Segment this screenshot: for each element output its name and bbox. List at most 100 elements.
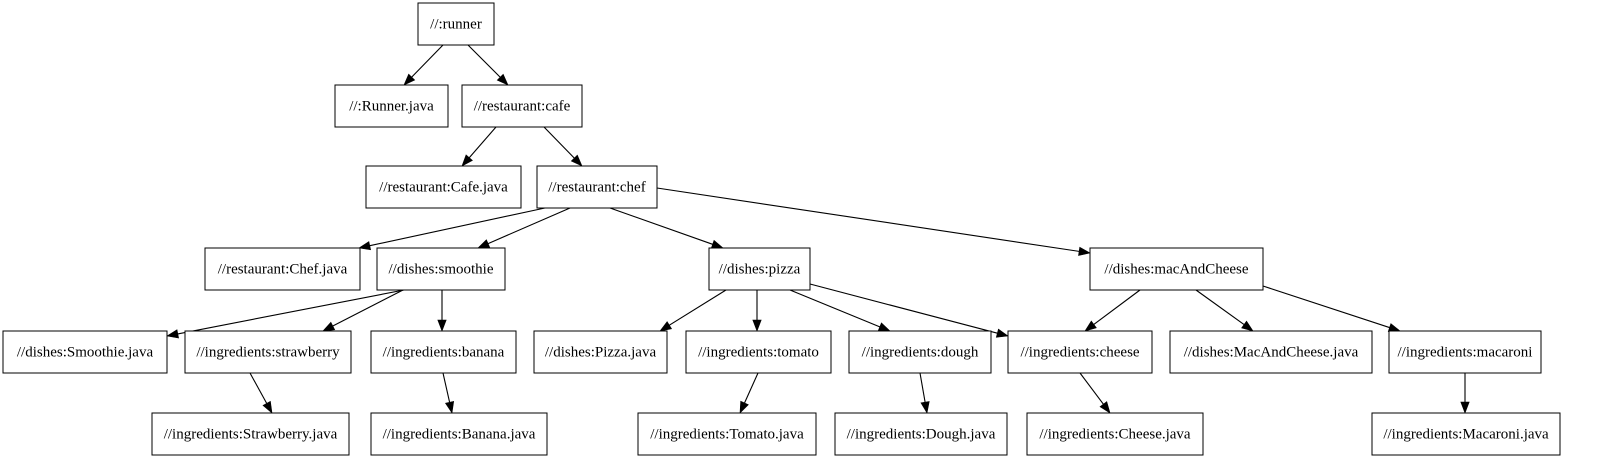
edge-arrowhead bbox=[437, 319, 447, 332]
edge-line bbox=[744, 372, 759, 404]
graph-edge bbox=[467, 44, 509, 86]
edge-arrowhead bbox=[570, 154, 583, 167]
node-box[interactable] bbox=[1026, 412, 1204, 456]
edge-arrowhead bbox=[358, 241, 372, 251]
graph-node-restaurant_chef_java[interactable]: //restaurant:Chef.java bbox=[204, 247, 361, 291]
node-box[interactable] bbox=[1007, 330, 1153, 374]
edge-line bbox=[543, 126, 575, 159]
node-box[interactable] bbox=[417, 2, 495, 46]
edge-line bbox=[468, 126, 497, 159]
graph-node-ing_cheese_java[interactable]: //ingredients:Cheese.java bbox=[1026, 412, 1204, 456]
graph-node-ing_tomato_java[interactable]: //ingredients:Tomato.java bbox=[637, 412, 817, 456]
edge-arrowhead bbox=[659, 321, 673, 332]
edge-arrowhead bbox=[403, 73, 416, 86]
node-box[interactable] bbox=[376, 247, 506, 291]
graph-node-restaurant_cafe_java[interactable]: //restaurant:Cafe.java bbox=[365, 165, 522, 209]
edge-line bbox=[249, 372, 268, 404]
graph-node-ing_banana_java[interactable]: //ingredients:Banana.java bbox=[370, 412, 548, 456]
graph-node-restaurant_chef[interactable]: //restaurant:chef bbox=[536, 165, 658, 209]
graph-edge bbox=[1262, 285, 1401, 332]
graph-edge bbox=[166, 289, 405, 339]
node-box[interactable] bbox=[848, 330, 992, 374]
node-box[interactable] bbox=[184, 330, 352, 374]
node-box[interactable] bbox=[708, 247, 811, 291]
graph-node-ing_dough[interactable]: //ingredients:dough bbox=[848, 330, 992, 374]
graph-node-dishes_macandcheese[interactable]: //dishes:macAndCheese bbox=[1089, 247, 1264, 291]
edge-line bbox=[1079, 372, 1104, 405]
node-box[interactable] bbox=[334, 84, 449, 128]
graph-node-dishes_smoothie_java[interactable]: //dishes:Smoothie.java bbox=[2, 330, 168, 374]
edge-arrowhead bbox=[322, 321, 336, 332]
node-box[interactable] bbox=[685, 330, 832, 374]
node-box[interactable] bbox=[1169, 330, 1373, 374]
edge-arrowhead bbox=[995, 328, 1009, 338]
node-box[interactable] bbox=[1388, 330, 1542, 374]
edge-line bbox=[177, 289, 405, 335]
edge-arrowhead bbox=[1078, 246, 1091, 256]
graph-edge bbox=[1195, 289, 1254, 332]
graph-node-ing_dough_java[interactable]: //ingredients:Dough.java bbox=[834, 412, 1008, 456]
node-box[interactable] bbox=[370, 330, 517, 374]
edge-arrowhead bbox=[877, 322, 891, 332]
edge-arrowhead bbox=[166, 329, 179, 339]
node-box[interactable] bbox=[204, 247, 361, 291]
edge-arrowhead bbox=[477, 239, 491, 249]
graph-edge bbox=[543, 126, 583, 167]
graph-node-dishes_pizza_java[interactable]: //dishes:Pizza.java bbox=[533, 330, 668, 374]
edge-arrowhead bbox=[444, 400, 455, 414]
graph-node-ing_strawberry_java[interactable]: //ingredients:Strawberry.java bbox=[151, 412, 350, 456]
edge-line bbox=[656, 187, 1080, 252]
edge-line bbox=[369, 207, 546, 247]
node-box[interactable] bbox=[461, 84, 583, 128]
graph-edge bbox=[322, 289, 404, 332]
node-box[interactable] bbox=[637, 412, 817, 456]
edge-line bbox=[1262, 285, 1390, 329]
graph-node-ing_macaroni[interactable]: //ingredients:macaroni bbox=[1388, 330, 1542, 374]
graph-edge bbox=[809, 283, 1009, 338]
edge-line bbox=[809, 283, 998, 334]
edge-arrowhead bbox=[1084, 320, 1097, 332]
graph-node-runner[interactable]: //:runner bbox=[417, 2, 495, 46]
node-box[interactable] bbox=[1089, 247, 1264, 291]
graph-edge bbox=[659, 289, 727, 332]
node-box[interactable] bbox=[533, 330, 668, 374]
node-box[interactable] bbox=[1371, 412, 1561, 456]
graph-node-runner_java[interactable]: //:Runner.java bbox=[334, 84, 449, 128]
node-box[interactable] bbox=[151, 412, 350, 456]
node-box[interactable] bbox=[2, 330, 168, 374]
edge-arrowhead bbox=[1387, 323, 1401, 332]
edge-layer bbox=[166, 44, 1470, 414]
edge-arrowhead bbox=[1460, 401, 1470, 414]
edge-arrowhead bbox=[461, 154, 473, 167]
graph-node-dishes_macandcheese_java[interactable]: //dishes:MacAndCheese.java bbox=[1169, 330, 1373, 374]
graph-node-ing_cheese[interactable]: //ingredients:cheese bbox=[1007, 330, 1153, 374]
node-box[interactable] bbox=[365, 165, 522, 209]
edge-arrowhead bbox=[710, 239, 724, 249]
graph-node-ing_macaroni_java[interactable]: //ingredients:Macaroni.java bbox=[1371, 412, 1561, 456]
edge-arrowhead bbox=[920, 401, 930, 414]
graph-edge bbox=[249, 372, 273, 414]
edge-line bbox=[669, 289, 727, 326]
node-box[interactable] bbox=[834, 412, 1008, 456]
graph-node-ing_banana[interactable]: //ingredients:banana bbox=[370, 330, 517, 374]
node-box[interactable] bbox=[370, 412, 548, 456]
graph-edge bbox=[358, 207, 546, 251]
graph-node-dishes_pizza[interactable]: //dishes:pizza bbox=[708, 247, 811, 291]
edge-line bbox=[789, 289, 881, 328]
graph-node-dishes_smoothie[interactable]: //dishes:smoothie bbox=[376, 247, 506, 291]
edge-line bbox=[411, 44, 444, 78]
graph-edge bbox=[1084, 289, 1141, 332]
edge-line bbox=[442, 372, 451, 403]
graph-edge bbox=[609, 207, 724, 249]
edge-line bbox=[1195, 289, 1245, 326]
graph-node-ing_tomato[interactable]: //ingredients:tomato bbox=[685, 330, 832, 374]
graph-edge bbox=[656, 187, 1091, 256]
graph-node-ing_strawberry[interactable]: //ingredients:strawberry bbox=[184, 330, 352, 374]
edge-arrowhead bbox=[1099, 401, 1111, 414]
node-box[interactable] bbox=[536, 165, 658, 209]
graph-node-restaurant_cafe[interactable]: //restaurant:cafe bbox=[461, 84, 583, 128]
edge-arrowhead bbox=[262, 400, 273, 414]
edge-line bbox=[467, 44, 501, 78]
graph-edge bbox=[789, 289, 891, 332]
